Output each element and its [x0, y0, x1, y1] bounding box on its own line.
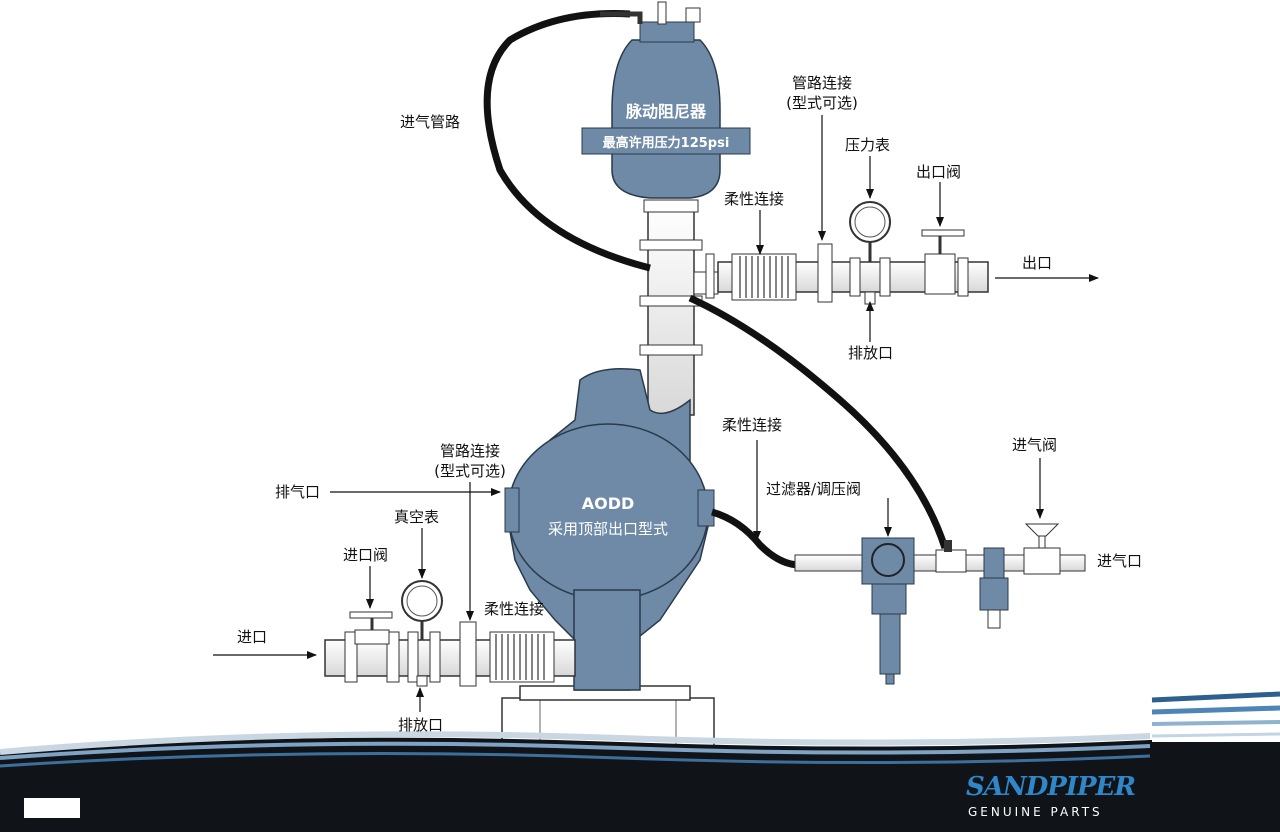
outlet-line [693, 201, 989, 305]
discharge-riser [639, 199, 703, 416]
inlet-line [324, 580, 576, 687]
leader-arrows [213, 115, 1099, 712]
pulsation-dampener [581, 1, 751, 199]
air-inlet-line [794, 523, 1086, 685]
aodd-pump [504, 368, 715, 691]
label-air-inlet-valve: 进气阀 [1012, 436, 1058, 454]
brand-tagline: GENUINE PARTS [968, 805, 1103, 819]
sandpiper-logo: SANDPIPER [966, 772, 1136, 802]
pump-subtitle: 采用顶部出口型式 [547, 520, 668, 538]
label-filter-regulator: 过滤器/调压阀 [766, 480, 862, 498]
footer-band [0, 691, 1280, 832]
label-flex-connection-air: 柔性连接 [722, 416, 783, 434]
label-air-line: 进气管路 [400, 113, 461, 131]
label-pressure-gauge: 压力表 [845, 136, 891, 154]
label-pipe-connection-bottom-type: (型式可选) [434, 462, 506, 480]
label-pipe-connection-bottom: 管路连接 [439, 442, 500, 460]
label-vacuum-gauge: 真空表 [394, 508, 440, 526]
label-outlet: 出口 [1022, 254, 1053, 272]
air-line-hose [483, 10, 651, 272]
pump-air-hose [710, 508, 801, 569]
label-drain-top: 排放口 [848, 344, 894, 362]
label-drain-bottom: 排放口 [398, 716, 444, 734]
label-inlet-valve: 进口阀 [343, 546, 389, 564]
label-flex-connection-top: 柔性连接 [724, 190, 785, 208]
air-supply-hose [688, 294, 949, 550]
dampener-name: 脉动阻尼器 [625, 102, 706, 121]
label-pipe-connection-top-type: (型式可选) [786, 94, 858, 112]
pump-name: AODD [581, 494, 635, 513]
label-exhaust: 排气口 [275, 483, 321, 501]
label-inlet: 进口 [237, 628, 268, 646]
dampener-rating: 最高许用压力125psi [602, 136, 730, 151]
page-number-box [24, 798, 80, 818]
label-outlet-valve: 出口阀 [916, 163, 962, 181]
label-air-inlet: 进气口 [1097, 552, 1143, 570]
label-flex-connection-bottom: 柔性连接 [484, 600, 545, 618]
label-pipe-connection-top: 管路连接 [791, 74, 852, 92]
